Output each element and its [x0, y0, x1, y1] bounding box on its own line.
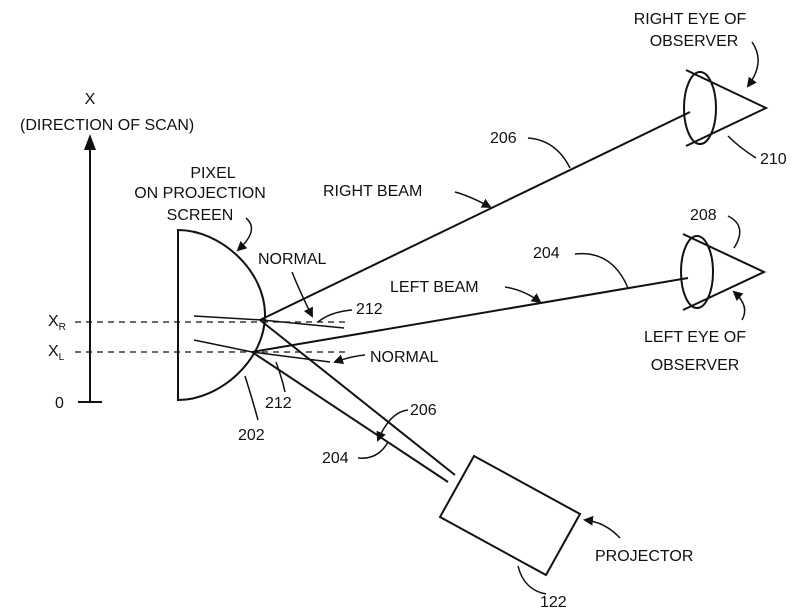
ref-202: 202: [238, 427, 265, 444]
ref-122: 122: [540, 594, 567, 611]
left-beam-arrow: [504, 286, 542, 304]
ref-212-lower-leader: [275, 361, 286, 393]
beams: RIGHT BEAM 206 LEFT BEAM 204 206 204: [251, 111, 691, 483]
right-beam-incident: [259, 319, 456, 476]
normal-upper-label: NORMAL: [258, 251, 327, 268]
ref-202-leader: [244, 375, 259, 421]
projector-label: PROJECTOR: [595, 548, 693, 565]
axis-label-direction: (DIRECTION OF SCAN): [20, 117, 194, 134]
left-eye-label-line2: OBSERVER: [651, 357, 740, 374]
left-beam-line: [251, 277, 689, 353]
normal-lower-line-b: [251, 351, 331, 363]
right-eye: RIGHT EYE OF OBSERVER 210: [634, 11, 787, 168]
pixel-on-screen: PIXEL ON PROJECTION SCREEN 202: [134, 165, 267, 444]
normal-lower-arrow: [333, 354, 366, 365]
normals: NORMAL 212 NORMAL 212: [193, 251, 439, 412]
ref-122-leader: [517, 565, 547, 595]
axis-label-zero: 0: [55, 395, 64, 412]
right-eye-label-line2: OBSERVER: [650, 33, 739, 50]
axis-label-xr: XR: [48, 313, 66, 333]
pixel-label-line2: ON PROJECTION: [134, 185, 266, 202]
ref-212-upper-leader: [317, 309, 353, 323]
right-eye-label-line1: RIGHT EYE OF: [634, 11, 747, 28]
ref-210-leader: [727, 135, 757, 159]
projector-box: [438, 454, 582, 577]
pixel-label-line3: SCREEN: [167, 207, 234, 224]
projector-label-arrow: [583, 515, 621, 539]
ref-204-lower: 204: [322, 450, 349, 467]
projector: PROJECTOR 122: [438, 454, 693, 611]
ref-204-upper: 204: [533, 245, 560, 262]
axis-label-xl: XL: [48, 343, 65, 363]
ref-208-leader: [727, 215, 741, 249]
ref-206-upper: 206: [490, 130, 517, 147]
left-eye-label-line1: LEFT EYE OF: [644, 329, 746, 346]
left-beam-incident: [251, 351, 449, 483]
left-eye-lens: [680, 235, 714, 309]
ref-210: 210: [760, 151, 787, 168]
normal-upper-line-b: [261, 319, 345, 329]
right-eye-outline: [685, 69, 769, 147]
right-eye-lens: [683, 71, 717, 145]
ref-206-lower: 206: [410, 402, 437, 419]
pixel-leader: [236, 217, 253, 252]
normal-lower-label: NORMAL: [370, 349, 439, 366]
left-eye: 208 LEFT EYE OF OBSERVER: [644, 207, 767, 374]
scan-axis-arrow: [84, 134, 96, 150]
ref-206-lower-leader: [376, 409, 409, 442]
ref-206-upper-leader: [527, 137, 571, 169]
normal-upper-line-a: [193, 315, 263, 321]
normal-upper-arrow: [291, 271, 313, 318]
ref-208: 208: [690, 207, 717, 224]
ref-204-upper-leader: [574, 252, 629, 289]
left-eye-outline: [682, 233, 767, 311]
right-beam-label: RIGHT BEAM: [323, 183, 422, 200]
left-eye-label-arrow: [732, 290, 746, 321]
right-eye-label-arrow: [746, 41, 759, 88]
left-beam-label: LEFT BEAM: [390, 279, 479, 296]
ref-204-lower-leader: [357, 441, 389, 459]
pixel-shape: [177, 228, 267, 402]
axis-label-x: X: [85, 91, 96, 108]
right-beam-line: [259, 111, 691, 321]
scan-axis: X (DIRECTION OF SCAN) 0 XR XL: [20, 91, 345, 412]
normal-lower-line-a: [193, 339, 253, 353]
ref-212-upper: 212: [356, 301, 383, 318]
right-beam-arrow: [454, 191, 492, 208]
ref-212-lower: 212: [265, 395, 292, 412]
pixel-label-line1: PIXEL: [190, 165, 235, 182]
